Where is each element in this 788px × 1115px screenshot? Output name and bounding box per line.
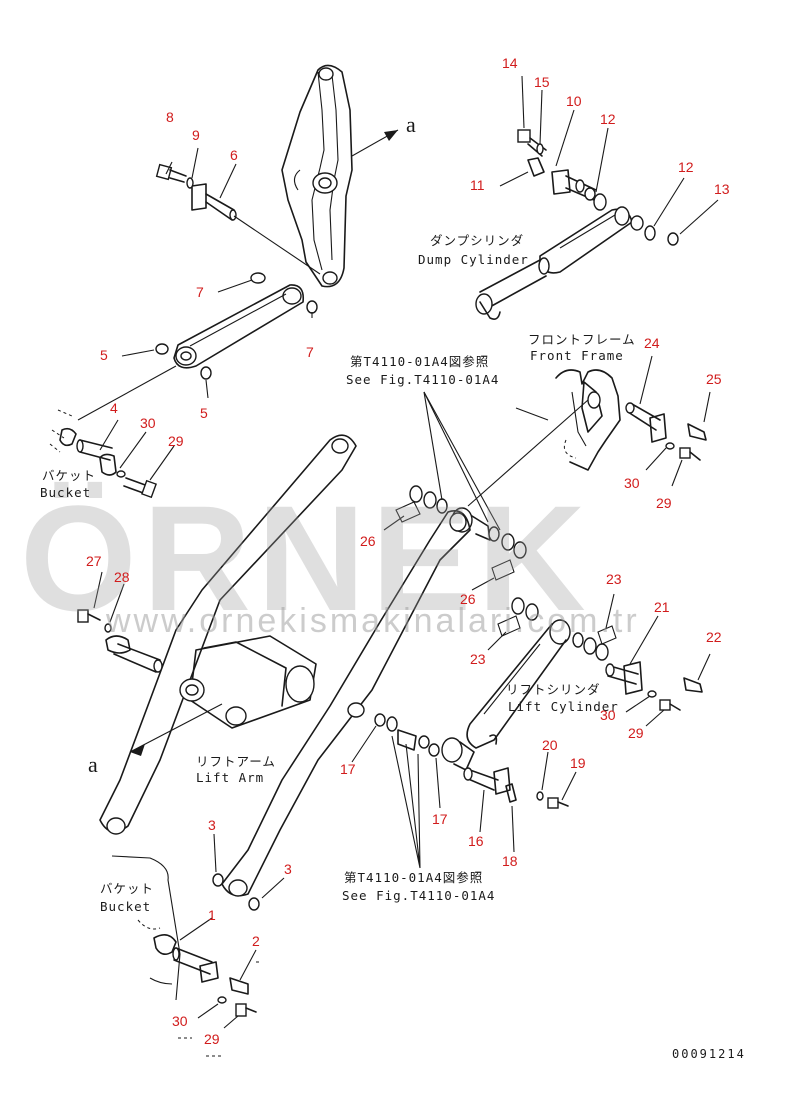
front-frame-label-jp: フロントフレーム xyxy=(528,332,636,347)
front-frame-label-en: Front Frame xyxy=(530,348,624,363)
front-frame xyxy=(555,369,621,471)
watermark-site: www.ornekismakinalari.com.tr xyxy=(105,602,640,640)
bucket-top-label-jp: バケット xyxy=(42,468,96,483)
callout-30: 30 xyxy=(172,1013,188,1029)
see-fig-bottom-en: See Fig.T4110-01A4 xyxy=(342,888,495,903)
see-fig-top-en: See Fig.T4110-01A4 xyxy=(346,372,499,387)
lift-arm-label-jp: リフトアーム xyxy=(196,754,276,769)
callout-12: 12 xyxy=(678,159,694,175)
pin-10 xyxy=(551,169,607,211)
lift-arm-label-en: Lift Arm xyxy=(196,770,264,785)
callout-10: 10 xyxy=(566,93,582,109)
callout-5: 5 xyxy=(100,347,108,363)
pin-16 xyxy=(463,767,569,809)
callout-29: 29 xyxy=(204,1031,220,1047)
callout-20: 20 xyxy=(542,737,558,753)
lift-cylinder xyxy=(466,597,617,749)
callout-7: 7 xyxy=(306,344,314,360)
callout-29: 29 xyxy=(656,495,672,511)
callout-29: 29 xyxy=(628,725,644,741)
callout-26: 26 xyxy=(460,591,476,607)
lift-arm xyxy=(99,434,471,897)
pin-21 xyxy=(605,661,703,711)
grease-fitting-11 xyxy=(499,157,545,187)
ref-a-top: a xyxy=(406,112,416,137)
callout-21: 21 xyxy=(654,599,670,615)
callout-18: 18 xyxy=(502,853,518,869)
callout-16: 16 xyxy=(468,833,484,849)
drawing-code: 00091214 xyxy=(672,1047,746,1061)
lift-cylinder-label-jp: リフトシリンダ xyxy=(506,682,601,697)
callout-25: 25 xyxy=(706,371,722,387)
dump-cylinder-label-en: Dump Cylinder xyxy=(418,252,529,267)
see-fig-bottom-jp: 第T4110-01A4図参照 xyxy=(344,870,483,885)
assembly-labels: ダンプシリンダ Dump Cylinder フロントフレーム Front Fra… xyxy=(40,112,746,1061)
pin-1 xyxy=(111,855,257,1017)
bolt-8 xyxy=(155,163,194,189)
callout-15: 15 xyxy=(534,74,550,90)
pin-6 xyxy=(191,183,321,275)
callout-13: 13 xyxy=(714,181,730,197)
ref-a-bottom: a xyxy=(88,752,98,777)
callout-numbers: 1 2 3 3 4 5 5 6 7 7 8 9 10 11 12 12 13 1… xyxy=(86,55,730,1047)
callout-7: 7 xyxy=(196,284,204,300)
callout-24: 24 xyxy=(644,335,660,351)
bucket-top-label-en: Bucket xyxy=(40,485,91,500)
callout-30: 30 xyxy=(140,415,156,431)
callout-1: 1 xyxy=(208,907,216,923)
pin-4 xyxy=(49,427,157,499)
lift-cylinder-rod-end xyxy=(374,713,475,771)
callout-30: 30 xyxy=(624,475,640,491)
bucket-bottom-label-jp: バケット xyxy=(100,881,154,896)
dump-link xyxy=(173,284,305,369)
leader-lines xyxy=(93,75,719,1057)
callout-14: 14 xyxy=(502,55,518,71)
callout-23: 23 xyxy=(470,651,486,667)
callout-12: 12 xyxy=(600,111,616,127)
lift-cylinder-label-en: Lift Cylinder xyxy=(508,699,619,714)
callout-19: 19 xyxy=(570,755,586,771)
callout-3: 3 xyxy=(284,861,292,877)
callout-11: 11 xyxy=(470,177,485,193)
callout-29: 29 xyxy=(168,433,184,449)
dump-cylinder xyxy=(475,206,633,320)
bucket-bottom-label-en: Bucket xyxy=(100,899,151,914)
callout-30: 30 xyxy=(600,707,616,723)
pin-24 xyxy=(625,402,707,461)
watermark-brand: ÖRNEK xyxy=(20,474,592,642)
dump-cylinder-label-jp: ダンプシリンダ xyxy=(430,233,524,248)
callout-22: 22 xyxy=(706,629,722,645)
callout-26: 26 xyxy=(360,533,376,549)
callout-5: 5 xyxy=(200,405,208,421)
see-fig-top-jp: 第T4110-01A4図参照 xyxy=(350,354,489,369)
callout-3: 3 xyxy=(208,817,216,833)
pin-27 xyxy=(77,609,163,673)
callout-23: 23 xyxy=(606,571,622,587)
callout-9: 9 xyxy=(192,127,200,143)
callout-6: 6 xyxy=(230,147,238,163)
bellcrank xyxy=(281,64,353,288)
callout-4: 4 xyxy=(110,400,118,416)
callout-2: 2 xyxy=(252,933,260,949)
callout-17: 17 xyxy=(340,761,356,777)
callout-17: 17 xyxy=(432,811,448,827)
callout-8: 8 xyxy=(166,109,174,125)
callout-27: 27 xyxy=(86,553,102,569)
callout-28: 28 xyxy=(114,569,130,585)
